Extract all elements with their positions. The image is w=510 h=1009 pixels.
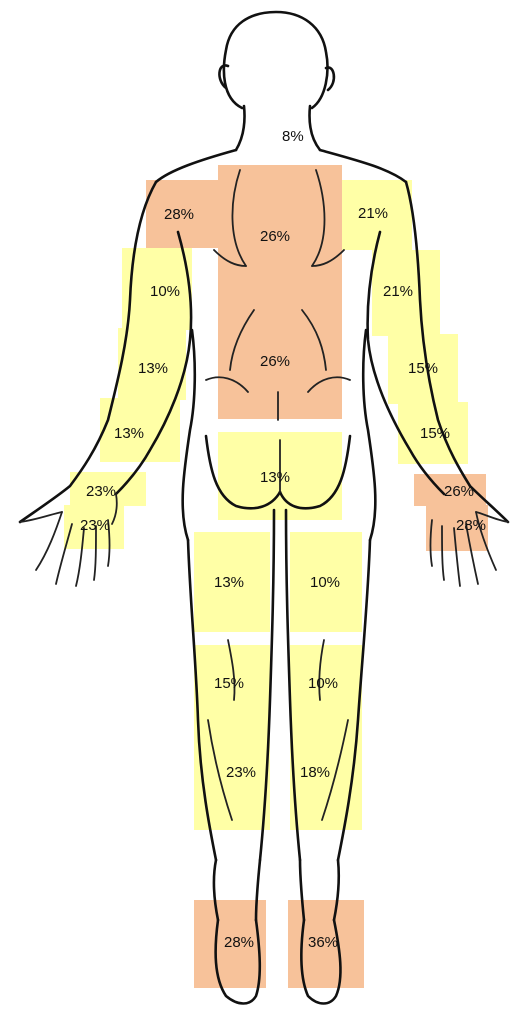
label-right-upper-arm: 21% [383, 283, 413, 300]
label-left-elbow: 13% [138, 360, 168, 377]
label-left-calf: 23% [226, 764, 256, 781]
label-left-shoulder: 28% [164, 206, 194, 223]
label-right-elbow: 15% [408, 360, 438, 377]
label-left-wrist: 23% [86, 483, 116, 500]
label-left-forearm: 13% [114, 425, 144, 442]
label-left-foot: 28% [224, 934, 254, 951]
label-left-upper-arm: 10% [150, 283, 180, 300]
label-right-thigh: 10% [310, 574, 340, 591]
label-right-forearm: 15% [420, 425, 450, 442]
label-left-knee: 15% [214, 675, 244, 692]
label-right-calf: 18% [300, 764, 330, 781]
label-right-knee: 10% [308, 675, 338, 692]
label-buttocks: 13% [260, 469, 290, 486]
label-lower-back: 26% [260, 353, 290, 370]
label-left-hand: 23% [80, 517, 110, 534]
label-upper-back: 26% [260, 228, 290, 245]
label-right-foot: 36% [308, 934, 338, 951]
label-right-wrist: 26% [444, 483, 474, 500]
label-right-hand: 28% [456, 517, 486, 534]
label-neck: 8% [282, 128, 304, 145]
label-right-shoulder: 21% [358, 205, 388, 222]
region-patches [64, 165, 488, 988]
label-left-thigh: 13% [214, 574, 244, 591]
